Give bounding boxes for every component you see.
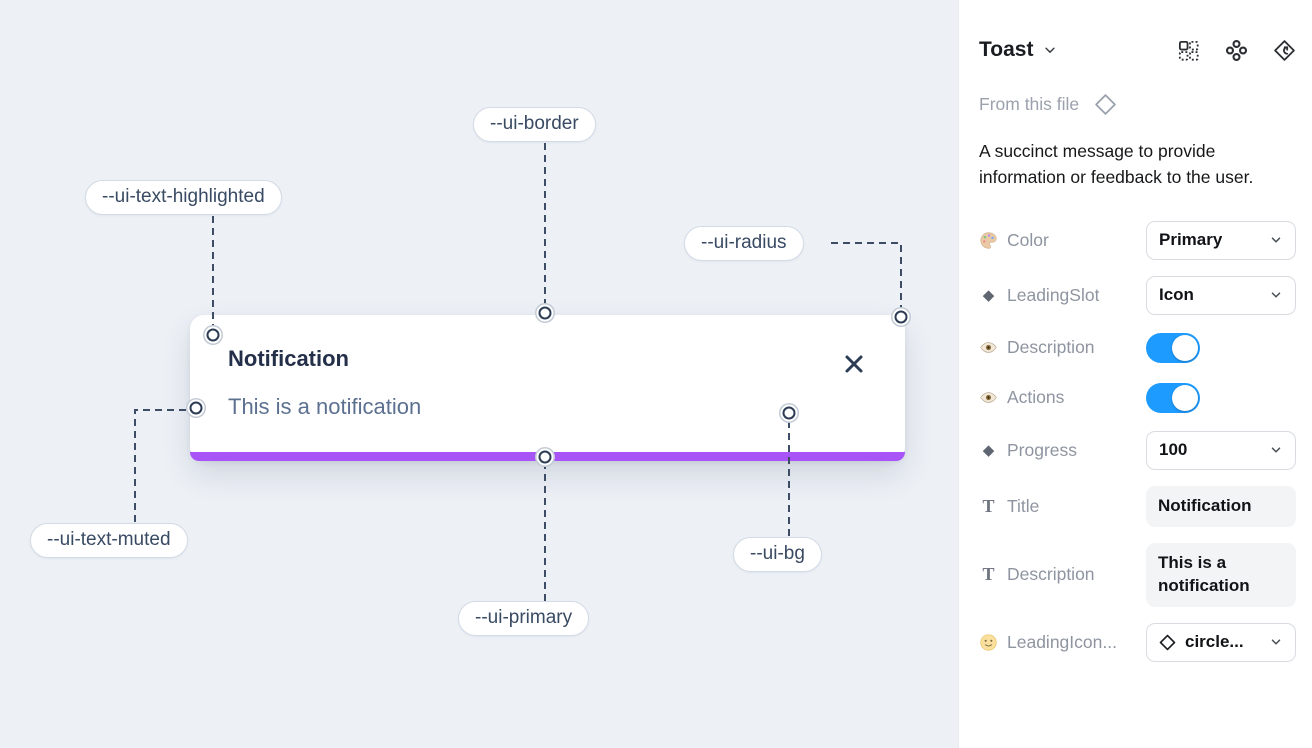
select-value: Icon (1159, 285, 1194, 305)
property-label: Color (1007, 229, 1049, 250)
property-label: Description (1007, 564, 1095, 585)
pin-text-muted[interactable] (189, 401, 203, 415)
component-diamond-icon (1093, 92, 1118, 117)
component-name: Toast (979, 38, 1034, 61)
var-label-text-muted[interactable]: --ui-text-muted (30, 523, 188, 558)
canvas[interactable]: Notification This is a notification (0, 0, 958, 748)
actions-toggle[interactable] (1146, 382, 1200, 413)
instance-grid-icon[interactable] (1177, 39, 1200, 62)
var-label-primary[interactable]: --ui-primary (458, 601, 590, 636)
var-label-text-highlighted[interactable]: --ui-text-highlighted (85, 180, 282, 215)
text-icon: T (982, 495, 995, 516)
title-field[interactable]: Notification (1146, 485, 1296, 527)
select-value: circle... (1185, 632, 1244, 652)
property-label: Actions (1007, 387, 1065, 408)
toast-description: This is a notification (228, 394, 422, 419)
property-row-leadingslot: ◆ LeadingSlot Icon (979, 275, 1296, 315)
leadingicon-select[interactable]: circle... (1146, 622, 1296, 662)
chevron-down-icon[interactable] (1043, 43, 1057, 57)
leadingslot-select[interactable]: Icon (1146, 275, 1296, 315)
property-label: LeadingSlot (1007, 284, 1100, 305)
eye-icon (979, 338, 998, 357)
component-description: A succinct message to provide informatio… (979, 141, 1254, 187)
property-row-description-field: T Description This is a notification (979, 542, 1296, 607)
pin-bg[interactable] (782, 406, 796, 420)
source-label: From this file (979, 94, 1080, 114)
chevron-down-icon (1269, 635, 1283, 649)
toggle-knob (1172, 334, 1198, 361)
property-label: Progress (1007, 439, 1078, 460)
color-select[interactable]: Primary (1146, 220, 1296, 260)
chevron-down-icon (1269, 288, 1283, 302)
property-label: Title (1007, 495, 1040, 516)
toast-title: Notification (228, 346, 349, 371)
description-field[interactable]: This is a notification (1146, 542, 1296, 607)
property-list: Color Primary ◆ LeadingSlot Icon (979, 220, 1296, 662)
property-row-progress: ◆ Progress 100 (979, 430, 1296, 470)
var-label-bg[interactable]: --ui-bg (733, 537, 822, 572)
property-label: Description (1007, 337, 1095, 358)
toggle-knob (1172, 384, 1198, 411)
toast-component[interactable]: Notification This is a notification (190, 315, 905, 461)
component-source: From this file (979, 92, 1296, 117)
var-label-border[interactable]: --ui-border (473, 107, 596, 142)
close-icon[interactable] (843, 353, 865, 375)
var-label-radius[interactable]: --ui-radius (684, 226, 804, 261)
panel-header: Toast (979, 38, 1296, 62)
pin-border[interactable] (538, 306, 552, 320)
text-icon: T (982, 564, 995, 585)
eye-icon (979, 388, 998, 407)
pin-primary[interactable] (538, 450, 552, 464)
property-row-leadingicon: LeadingIcon... circle... (979, 622, 1296, 662)
variants-icon[interactable] (1225, 39, 1248, 62)
property-row-color: Color Primary (979, 220, 1296, 260)
diamond-icon: ◆ (982, 442, 995, 460)
pin-text-highlighted[interactable] (206, 328, 220, 342)
progress-select[interactable]: 100 (1146, 430, 1296, 470)
chevron-down-icon (1269, 443, 1283, 457)
instance-diamond-icon (1159, 634, 1176, 651)
dev-resource-icon[interactable] (1273, 39, 1296, 62)
select-value: Primary (1159, 230, 1223, 250)
select-value: 100 (1159, 440, 1188, 460)
property-row-description-toggle: Description (979, 331, 1296, 365)
property-row-actions-toggle: Actions (979, 381, 1296, 415)
properties-panel: Toast (958, 0, 1312, 748)
property-row-title: T Title Notification (979, 485, 1296, 527)
diamond-icon: ◆ (982, 287, 995, 305)
pin-radius[interactable] (894, 310, 908, 324)
description-toggle[interactable] (1146, 332, 1200, 363)
property-label: LeadingIcon... (1007, 631, 1117, 652)
smiley-icon (979, 633, 998, 652)
palette-icon (979, 231, 998, 250)
chevron-down-icon (1269, 233, 1283, 247)
